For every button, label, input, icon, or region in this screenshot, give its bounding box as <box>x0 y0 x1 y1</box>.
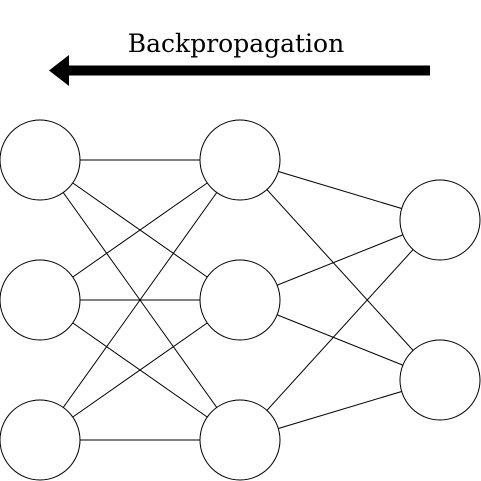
connection-hidden-1-to-output-2 <box>239 159 441 381</box>
input-neuron-1 <box>0 119 81 201</box>
backpropagation-arrow <box>49 55 430 86</box>
hidden-neuron-1 <box>199 119 281 201</box>
connection-input-3-to-hidden-1 <box>39 159 241 441</box>
neurons <box>0 119 481 481</box>
output-neuron-2 <box>399 339 481 421</box>
input-neuron-2 <box>0 259 81 341</box>
connection-hidden-3-to-output-1 <box>239 219 441 441</box>
arrow-head <box>49 55 69 86</box>
arrow-shaft <box>66 65 430 76</box>
connection-input-2-to-hidden-1 <box>39 159 241 301</box>
output-neuron-1 <box>399 179 481 261</box>
backpropagation-label: Backpropagation <box>128 29 344 58</box>
input-neuron-3 <box>0 399 81 481</box>
connection-input-3-to-hidden-2 <box>39 299 241 441</box>
hidden-neuron-2 <box>199 259 281 341</box>
hidden-neuron-3 <box>199 399 281 481</box>
